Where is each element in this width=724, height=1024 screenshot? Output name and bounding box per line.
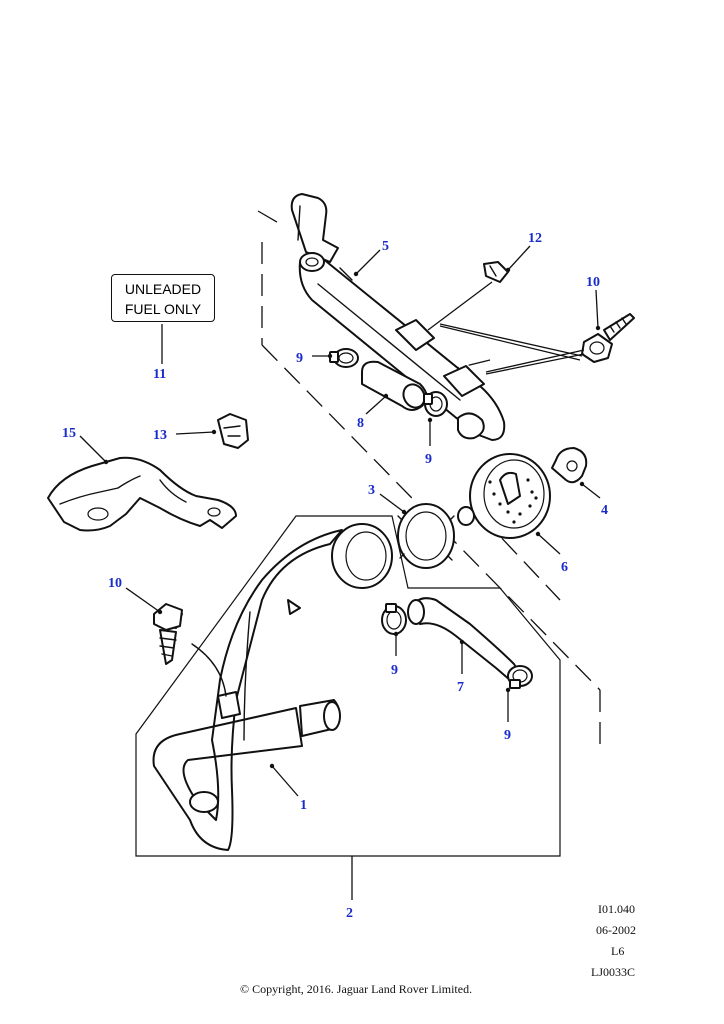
part-15-heat-shield (47, 456, 237, 532)
copyright-text: © Copyright, 2016. Jaguar Land Rover Lim… (240, 982, 473, 996)
hose-clip-upper-right (423, 391, 448, 417)
callout-2: 2 (346, 906, 353, 921)
callout-9-lower-left: 9 (391, 663, 398, 678)
diagram-ref: I01.040 (598, 902, 635, 916)
callout-7: 7 (457, 680, 464, 695)
callout-3: 3 (368, 483, 375, 498)
callout-12: 12 (528, 231, 542, 246)
part-2-assembly-outline (135, 515, 561, 857)
leader-lines (79, 245, 601, 900)
unleaded-fuel-label: UNLEADED FUEL ONLY (111, 274, 215, 322)
callout-13: 13 (153, 428, 167, 443)
hose-clip-upper-left (329, 348, 359, 368)
callout-9-upper-right: 9 (425, 452, 432, 467)
callout-15: 15 (62, 426, 76, 441)
diagram-model: L6 (611, 944, 625, 958)
callout-9-upper-left: 9 (296, 351, 303, 366)
part-13-clip (217, 413, 249, 449)
part-10-screw-upper (581, 313, 635, 363)
callout-9-lower-right: 9 (504, 728, 511, 743)
callout-11: 11 (153, 367, 166, 382)
callout-6: 6 (561, 560, 568, 575)
label-line-2: FUEL ONLY (124, 301, 202, 317)
part-5-filler-tube (290, 193, 506, 441)
callout-10-lower: 10 (108, 576, 122, 591)
callout-8: 8 (357, 416, 364, 431)
part-6-filler-cap (457, 453, 551, 539)
diagram-date: 06-2002 (596, 923, 636, 937)
part-3-seal-ring (397, 503, 455, 569)
callout-5: 5 (382, 239, 389, 254)
callout-1: 1 (300, 798, 307, 813)
label-line-1: UNLEADED (124, 281, 202, 297)
hose-clip-lower-right (507, 665, 533, 689)
part-7-breather-hose (407, 597, 519, 681)
callout-4: 4 (601, 503, 608, 518)
part-1-filler-pipe (152, 523, 393, 851)
diagram-code: LJ0033C (591, 965, 636, 979)
hose-clip-lower-left (381, 603, 407, 635)
part-4-tether (551, 447, 588, 484)
callout-10-upper: 10 (586, 275, 600, 290)
part-12-clip (483, 261, 509, 283)
callout-numbers: 5 12 10 9 11 8 9 13 15 3 4 6 10 9 7 9 1 … (62, 231, 608, 921)
